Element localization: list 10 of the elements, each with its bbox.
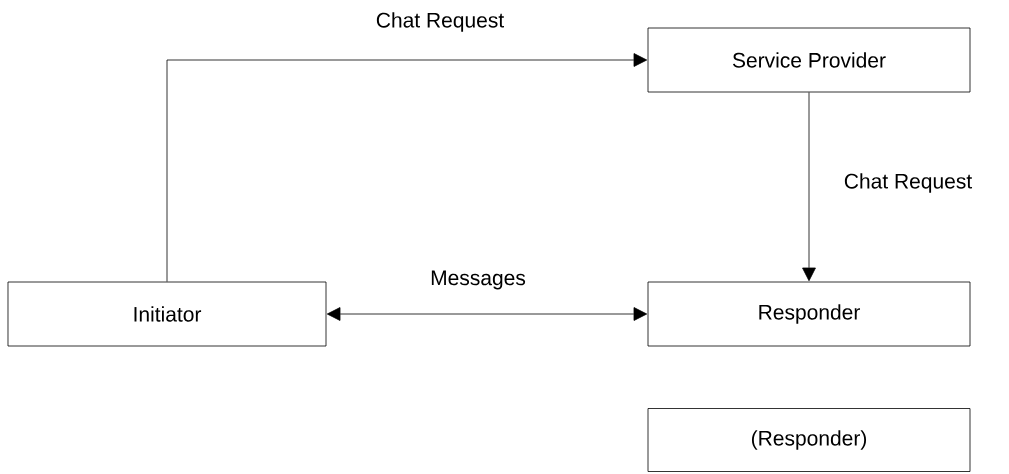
process-box: Initiator xyxy=(7,281,327,347)
process-box: Service Provider xyxy=(647,27,971,93)
edge-label: Chat Request xyxy=(842,172,974,194)
arrow xyxy=(166,53,648,282)
arrow xyxy=(326,307,648,321)
process-box: (Responder) xyxy=(647,408,971,472)
process-box: Responder xyxy=(647,281,971,347)
edge-label: Chat Request xyxy=(374,11,506,33)
arrow xyxy=(802,92,816,282)
edge-label: Messages xyxy=(429,269,527,291)
